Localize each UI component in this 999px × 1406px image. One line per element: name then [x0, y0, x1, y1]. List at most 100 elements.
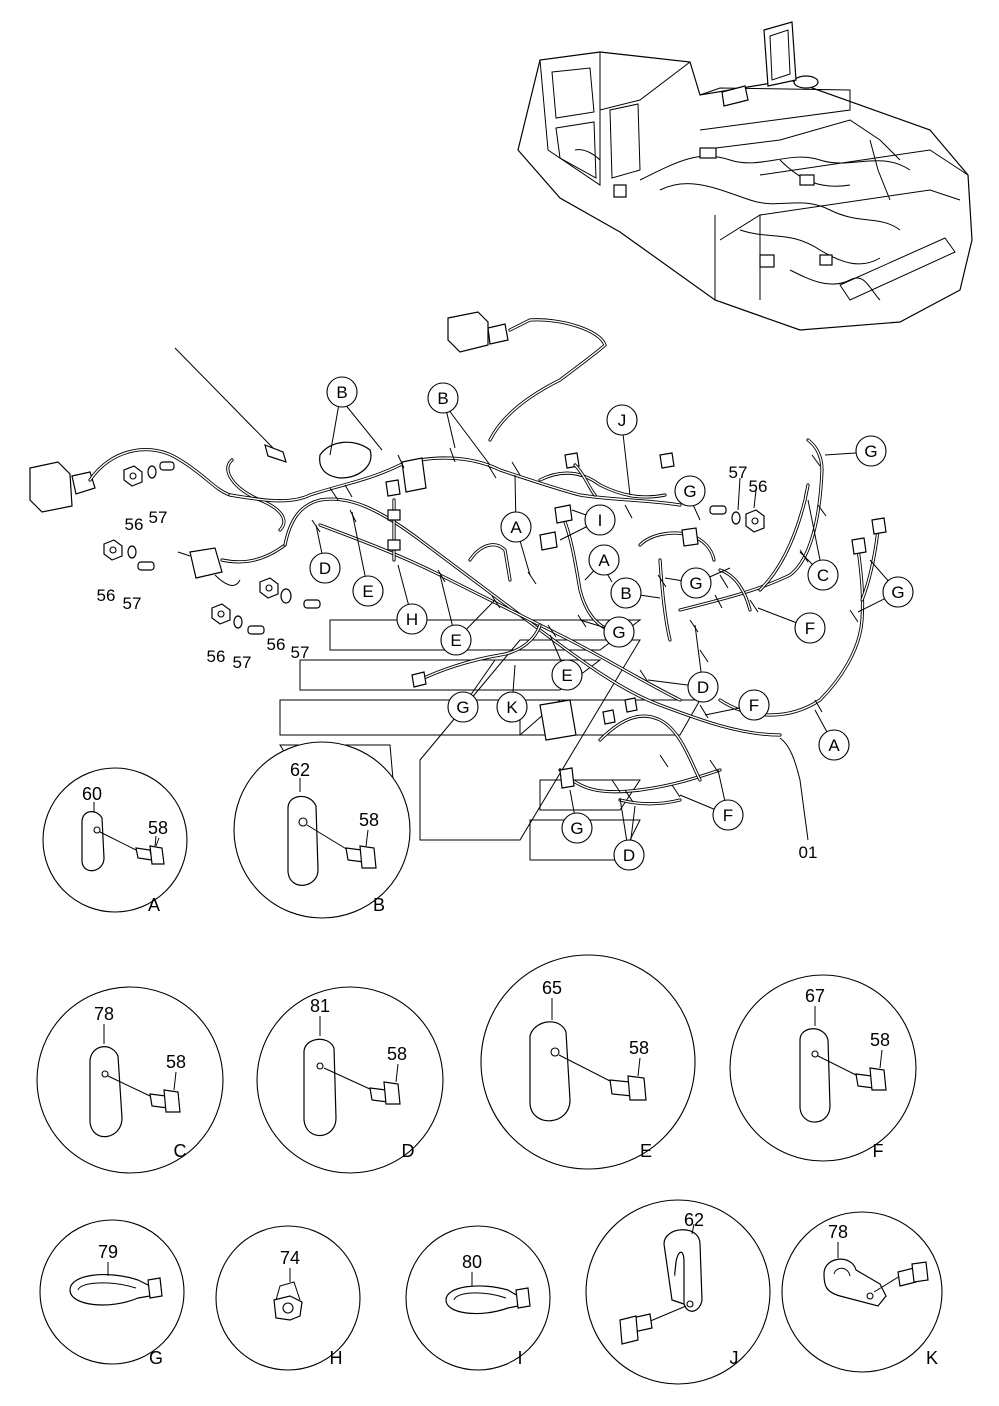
- svg-text:C: C: [817, 566, 829, 585]
- callout-f-1: F: [794, 612, 826, 644]
- detail-c-letter: C: [174, 1141, 187, 1161]
- detail-d: 81 58 D: [256, 986, 444, 1174]
- detail-k-letter: K: [926, 1348, 938, 1368]
- svg-text:K: K: [506, 698, 518, 717]
- detail-h-clip-number: 74: [280, 1248, 300, 1268]
- part-number-56: 56: [207, 647, 226, 666]
- svg-text:A: A: [828, 736, 840, 755]
- callouts: B B J G G I A A D C G E G B H F G E E D …: [309, 376, 914, 871]
- svg-text:G: G: [612, 623, 625, 642]
- callout-g-2: G: [674, 475, 706, 507]
- svg-text:J: J: [618, 411, 627, 430]
- detail-h-letter: H: [330, 1348, 343, 1368]
- svg-text:D: D: [623, 846, 635, 865]
- callout-e-3: E: [551, 659, 583, 691]
- svg-text:F: F: [749, 696, 759, 715]
- callout-e-1: E: [352, 575, 384, 607]
- svg-text:F: F: [723, 806, 733, 825]
- detail-a: 60 58 A: [42, 767, 188, 915]
- callout-j: J: [606, 404, 638, 436]
- svg-text:B: B: [620, 584, 631, 603]
- part-number-57: 57: [149, 508, 168, 527]
- detail-i-clip-number: 80: [462, 1252, 482, 1272]
- callout-b-1: B: [326, 376, 358, 408]
- main-harness: [29, 311, 887, 806]
- callout-a-2: A: [588, 544, 620, 576]
- detail-c: 78 58 C: [36, 986, 224, 1174]
- detail-b-letter: B: [373, 895, 385, 915]
- detail-b-clip-number: 62: [290, 760, 310, 780]
- svg-text:E: E: [450, 631, 461, 650]
- callout-k: K: [496, 691, 528, 723]
- part-number-labels: 56 57 56 57 56 57 56 57 57 56 01: [97, 463, 818, 862]
- callout-g-1: G: [855, 435, 887, 467]
- detail-a-clip-number: 60: [82, 784, 102, 804]
- svg-text:B: B: [437, 389, 448, 408]
- callout-f-2: F: [738, 689, 770, 721]
- svg-text:G: G: [456, 698, 469, 717]
- callout-d-1: D: [309, 552, 341, 584]
- svg-text:G: G: [689, 574, 702, 593]
- callout-i: I: [584, 504, 616, 536]
- detail-e-bolt-number: 58: [629, 1038, 649, 1058]
- callout-c-1: C: [807, 559, 839, 591]
- detail-b-bolt-number: 58: [359, 810, 379, 830]
- svg-text:E: E: [561, 666, 572, 685]
- svg-text:G: G: [683, 482, 696, 501]
- part-number-57: 57: [233, 653, 252, 672]
- part-number-56: 56: [749, 477, 768, 496]
- detail-f: 67 58 F: [729, 974, 917, 1162]
- machine-overview: [517, 21, 973, 331]
- detail-f-clip-number: 67: [805, 986, 825, 1006]
- detail-g: 79 G: [39, 1219, 185, 1368]
- callout-b-3: B: [610, 577, 642, 609]
- svg-text:G: G: [864, 442, 877, 461]
- callout-a-1: A: [500, 511, 532, 543]
- svg-text:A: A: [598, 551, 610, 570]
- detail-k: 78 K: [781, 1211, 943, 1373]
- detail-c-clip-number: 78: [94, 1004, 114, 1024]
- detail-h: 74 H: [215, 1225, 361, 1371]
- part-number-56: 56: [267, 635, 286, 654]
- detail-j: 62 J: [585, 1199, 771, 1385]
- callout-g-7: G: [561, 812, 593, 844]
- detail-j-clip-number: 62: [684, 1210, 704, 1230]
- part-number-56: 56: [125, 515, 144, 534]
- callout-b-2: B: [427, 382, 459, 414]
- callout-g-5: G: [603, 616, 635, 648]
- part-number-01: 01: [799, 843, 818, 862]
- callout-d-2: D: [687, 671, 719, 703]
- svg-text:F: F: [805, 619, 815, 638]
- detail-e-clip-number: 65: [542, 978, 562, 998]
- callout-h: H: [396, 603, 428, 635]
- detail-f-bolt-number: 58: [870, 1030, 890, 1050]
- hardware-nuts-washers: [103, 461, 765, 635]
- detail-f-letter: F: [873, 1141, 884, 1161]
- detail-g-clip-number: 79: [98, 1242, 118, 1262]
- svg-text:E: E: [362, 582, 373, 601]
- detail-e-letter: E: [640, 1141, 652, 1161]
- detail-b: 62 58 B: [233, 741, 411, 919]
- detail-a-letter: A: [148, 895, 160, 915]
- svg-text:G: G: [891, 583, 904, 602]
- detail-d-clip-number: 81: [310, 996, 330, 1016]
- svg-text:B: B: [336, 383, 347, 402]
- detail-k-clip-number: 78: [828, 1222, 848, 1242]
- detail-j-letter: J: [730, 1348, 739, 1368]
- callout-d-3: D: [613, 839, 645, 871]
- callout-f-3: F: [712, 799, 744, 831]
- svg-text:D: D: [319, 559, 331, 578]
- svg-text:A: A: [510, 518, 522, 537]
- svg-text:H: H: [406, 610, 418, 629]
- callout-g-3: G: [680, 567, 712, 599]
- detail-i-letter: I: [517, 1348, 522, 1368]
- svg-text:D: D: [697, 678, 709, 697]
- part-number-56: 56: [97, 586, 116, 605]
- callout-e-2: E: [440, 624, 472, 656]
- detail-i: 80 I: [405, 1225, 551, 1371]
- callout-g-6: G: [447, 691, 479, 723]
- detail-e: 65 58 E: [480, 954, 696, 1170]
- detail-c-bolt-number: 58: [166, 1052, 186, 1072]
